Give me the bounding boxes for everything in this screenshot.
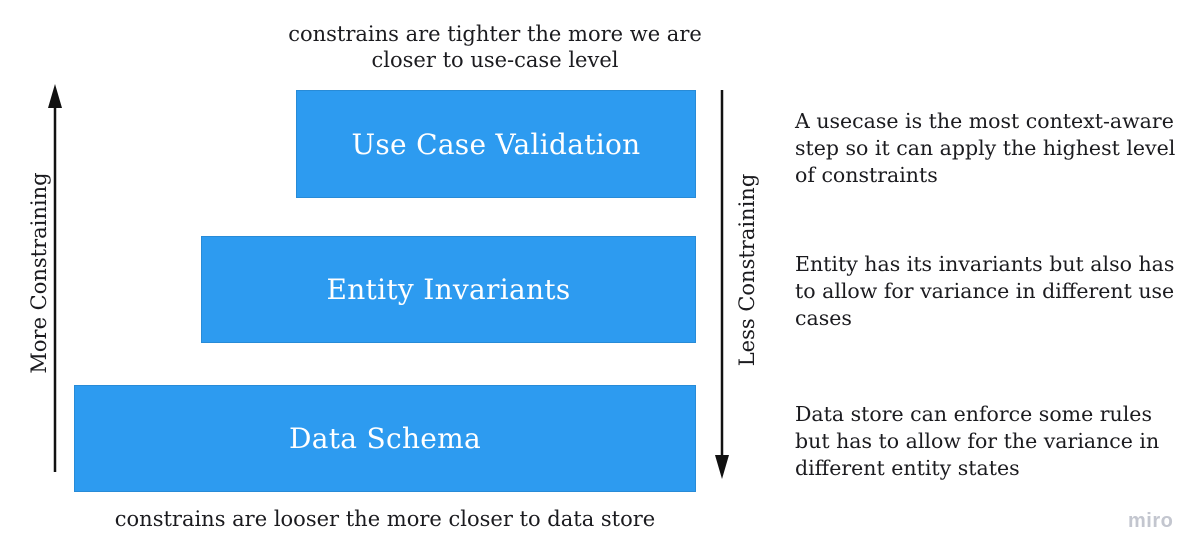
miro-watermark[interactable]: miro	[1128, 510, 1174, 532]
bar-data-schema-label: Data Schema	[289, 422, 481, 455]
bar-entity-invariants-label: Entity Invariants	[326, 273, 571, 306]
note-data-schema: Data store can enforce some rules but ha…	[795, 402, 1160, 480]
bar-data-schema[interactable]: Data Schema	[74, 385, 696, 492]
more-constraining-label: More Constraining	[27, 172, 51, 374]
bar-use-case-validation-label: Use Case Validation	[351, 127, 641, 161]
less-constraining-arrow-down	[715, 90, 729, 479]
bar-use-case-validation[interactable]: Use Case Validation	[296, 90, 696, 198]
bottom-caption: constrains are looser the more closer to…	[114, 507, 656, 531]
note-entity-invariants: Entity has its invariants but also has t…	[795, 252, 1175, 330]
less-constraining-label: Less Constraining	[735, 173, 759, 367]
top-caption: constrains are tighter the more we are c…	[288, 22, 702, 72]
bar-entity-invariants[interactable]: Entity Invariants	[201, 236, 696, 343]
note-use-case-validation: A usecase is the most context-aware step…	[795, 109, 1176, 187]
